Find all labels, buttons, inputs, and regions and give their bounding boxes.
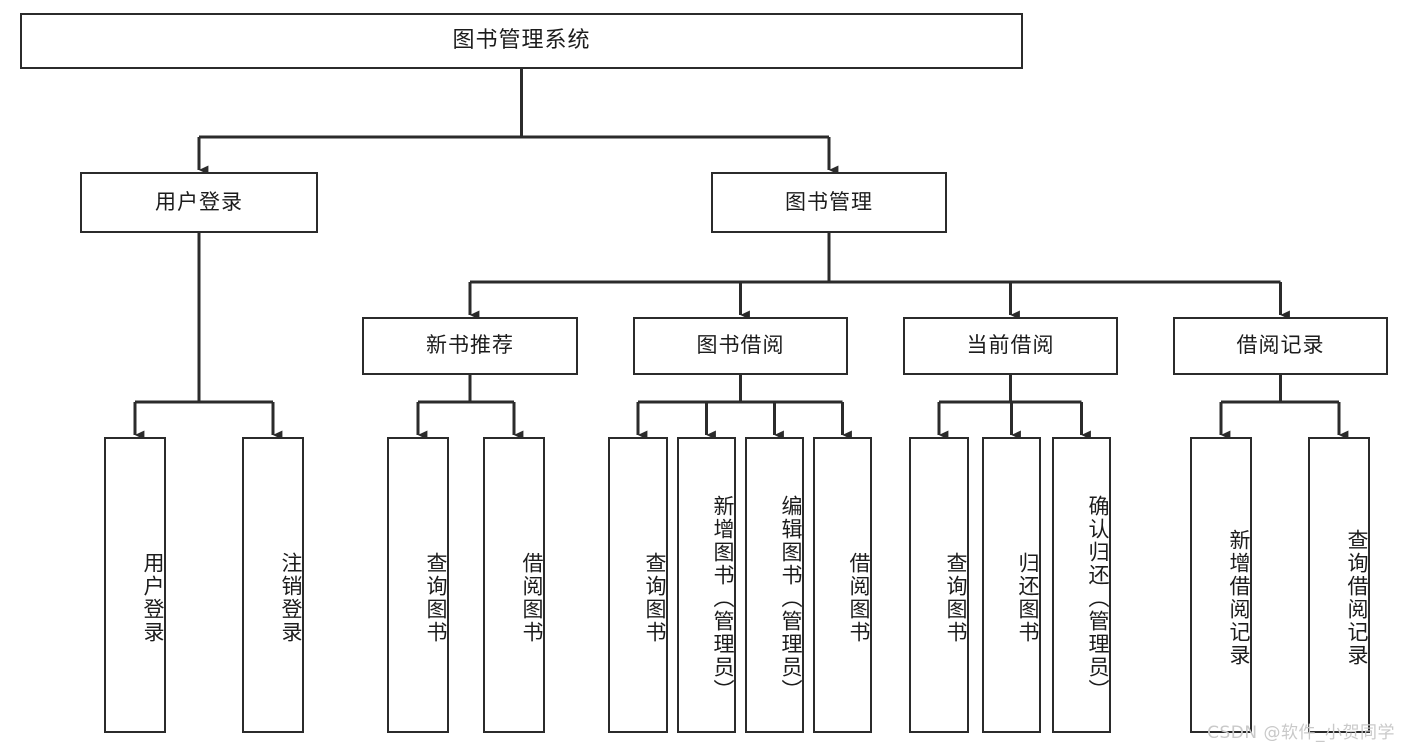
node-label: 查询图书 <box>424 552 448 644</box>
node-label: 当前借阅 <box>966 333 1055 358</box>
leaf-query-borrow-record[interactable]: 查询借阅记录 <box>1308 437 1370 733</box>
leaf-query-book-3[interactable]: 查询图书 <box>909 437 969 733</box>
leaf-add-book-admin[interactable]: 新增图书（管理员） <box>677 437 736 733</box>
node-label: 新增图书（管理员） <box>711 494 735 702</box>
node-label: 图书管理系统 <box>452 27 591 53</box>
node-borrowing-record[interactable]: 借阅记录 <box>1173 317 1388 375</box>
node-label: 图书管理 <box>785 189 873 214</box>
node-label: 图书借阅 <box>696 333 785 358</box>
leaf-return-book[interactable]: 归还图书 <box>982 437 1041 733</box>
leaf-borrow-book-1[interactable]: 借阅图书 <box>483 437 545 733</box>
node-label: 借阅记录 <box>1236 333 1325 358</box>
leaf-query-book-2[interactable]: 查询图书 <box>608 437 668 733</box>
node-book-management[interactable]: 图书管理 <box>711 172 947 233</box>
node-label: 借阅图书 <box>847 552 871 644</box>
node-book-borrowing[interactable]: 图书借阅 <box>633 317 848 375</box>
leaf-user-login[interactable]: 用户登录 <box>104 437 166 733</box>
node-label: 注销登录 <box>279 552 303 644</box>
node-new-book-recommendation[interactable]: 新书推荐 <box>362 317 578 375</box>
node-user-login[interactable]: 用户登录 <box>80 172 318 233</box>
node-label: 归还图书 <box>1016 552 1040 644</box>
node-label: 确认归还（管理员） <box>1086 494 1110 702</box>
node-label: 借阅图书 <box>520 552 544 644</box>
leaf-add-borrow-record[interactable]: 新增借阅记录 <box>1190 437 1252 733</box>
node-label: 编辑图书（管理员） <box>779 494 803 702</box>
node-label: 用户登录 <box>155 189 243 214</box>
leaf-confirm-return-admin[interactable]: 确认归还（管理员） <box>1052 437 1111 733</box>
node-label: 查询借阅记录 <box>1345 529 1369 667</box>
node-label: 新书推荐 <box>426 333 514 358</box>
node-current-borrowing[interactable]: 当前借阅 <box>903 317 1118 375</box>
node-label: 查询图书 <box>944 552 968 644</box>
node-label: 新增借阅记录 <box>1227 529 1251 667</box>
leaf-logout[interactable]: 注销登录 <box>242 437 304 733</box>
csdn-watermark: CSDN @软件_小贺同学 <box>1207 723 1395 743</box>
leaf-borrow-book-2[interactable]: 借阅图书 <box>813 437 872 733</box>
node-book-management-system[interactable]: 图书管理系统 <box>20 13 1023 69</box>
leaf-edit-book-admin[interactable]: 编辑图书（管理员） <box>745 437 804 733</box>
node-label: 查询图书 <box>643 552 667 644</box>
leaf-query-book-1[interactable]: 查询图书 <box>387 437 449 733</box>
node-label: 用户登录 <box>141 552 165 644</box>
